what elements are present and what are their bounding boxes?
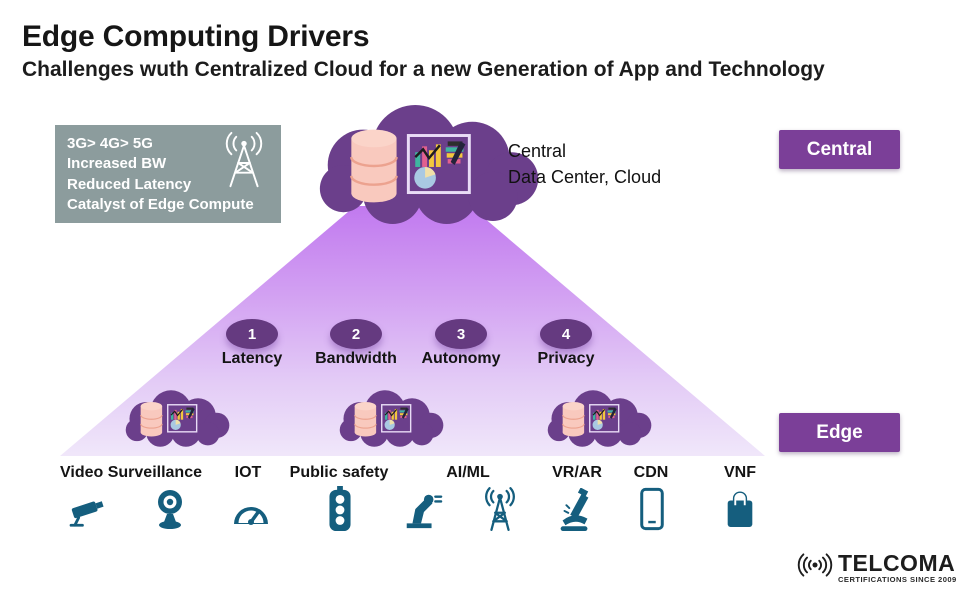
driver-label-autonomy: Autonomy bbox=[421, 350, 501, 367]
usecase-label-iot: IOT bbox=[234, 464, 262, 481]
telcoma-logo: TELCOMA CERTIFICATIONS SINCE 2009 bbox=[796, 550, 957, 585]
driver-label-latency: Latency bbox=[221, 350, 283, 367]
robot-arm-icon bbox=[401, 490, 443, 537]
usecase-label-ai-ml: AI/ML bbox=[446, 464, 490, 481]
antenna-tower-icon bbox=[482, 486, 518, 537]
driver-oval-2: 2 bbox=[330, 319, 382, 349]
cloud-database-dashboard-icon bbox=[544, 388, 656, 450]
radio-waves-icon bbox=[796, 550, 834, 585]
central-label-line2: Data Center, Cloud bbox=[508, 167, 662, 187]
driver-label-bandwidth: Bandwidth bbox=[315, 350, 397, 367]
central-label-line1: Central bbox=[508, 141, 567, 161]
5g-info-box: 3G> 4G> 5G Increased BW Reduced Latency … bbox=[55, 125, 281, 223]
gauge-icon bbox=[228, 492, 274, 535]
cloud-database-dashboard-icon bbox=[122, 388, 234, 450]
info-line-4: Catalyst of Edge Compute bbox=[67, 196, 254, 214]
driver-oval-1: 1 bbox=[226, 319, 278, 349]
usecase-label-vr-ar: VR/AR bbox=[552, 464, 602, 481]
webcam-icon bbox=[152, 488, 188, 537]
shopping-bag-icon bbox=[722, 488, 758, 535]
edge-badge: Edge bbox=[779, 413, 900, 452]
traffic-light-icon bbox=[327, 486, 353, 537]
driver-oval-3: 3 bbox=[435, 319, 487, 349]
usecase-label-cdn: CDN bbox=[633, 464, 669, 481]
smartphone-icon bbox=[638, 486, 666, 537]
driver-oval-4: 4 bbox=[540, 319, 592, 349]
edge-cloud-2 bbox=[336, 388, 448, 450]
central-badge: Central bbox=[779, 130, 900, 169]
edge-cloud-3 bbox=[544, 388, 656, 450]
page-subtitle: Challenges wuth Centralized Cloud for a … bbox=[22, 58, 825, 81]
info-line-3: Reduced Latency bbox=[67, 175, 192, 193]
usecase-label-video-surveillance: Video Surveillance bbox=[60, 464, 202, 481]
logo-name: TELCOMA bbox=[838, 549, 956, 576]
info-line-2: Increased BW bbox=[67, 155, 167, 173]
usecase-label-public-safety: Public safety bbox=[289, 464, 389, 481]
radio-antenna-icon bbox=[213, 130, 275, 200]
central-cloud-label: Central Data Center, Cloud bbox=[508, 138, 661, 190]
cctv-camera-icon bbox=[68, 494, 112, 535]
logo-tagline: CERTIFICATIONS SINCE 2009 bbox=[838, 574, 957, 584]
microscope-icon bbox=[553, 487, 597, 537]
page-title: Edge Computing Drivers bbox=[22, 20, 370, 53]
edge-cloud-1 bbox=[122, 388, 234, 450]
usecase-label-vnf: VNF bbox=[724, 464, 756, 481]
info-line-1: 3G> 4G> 5G bbox=[67, 135, 153, 152]
driver-label-privacy: Privacy bbox=[537, 350, 595, 367]
cloud-database-dashboard-icon bbox=[336, 388, 448, 450]
